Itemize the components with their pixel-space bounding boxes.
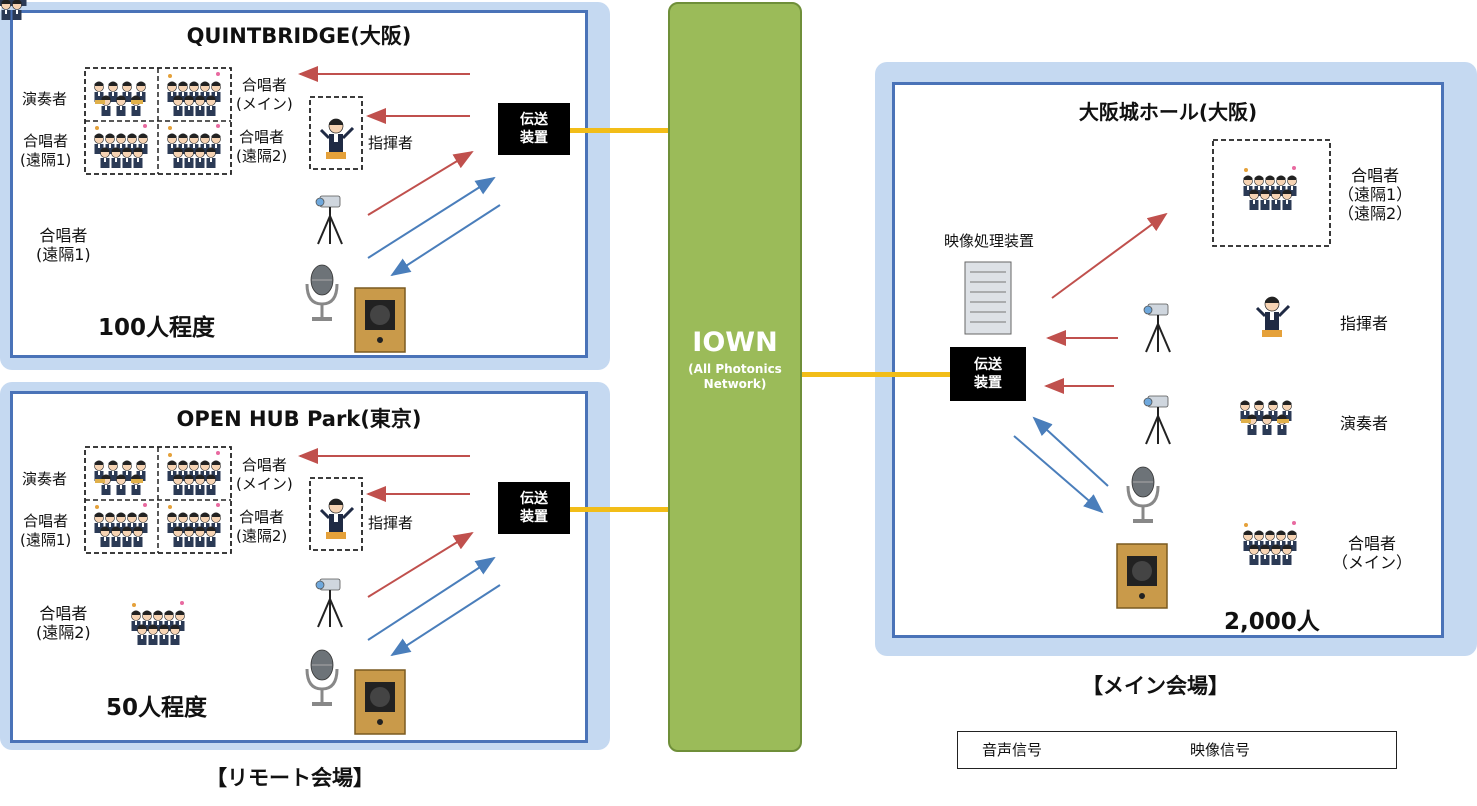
legend-audio-label: 音声信号 bbox=[982, 741, 1043, 759]
main-performers-illustration bbox=[1241, 401, 1292, 436]
main-label-conductor: 指揮者 bbox=[1340, 314, 1389, 333]
main-camera-2-icon bbox=[1143, 395, 1171, 445]
remote-venue-2-title: OPEN HUB Park(東京) bbox=[176, 407, 422, 431]
r1-transmitter: 伝送装置 bbox=[498, 103, 570, 155]
link-remote2-iown bbox=[570, 507, 668, 512]
r2-label-local-chorus: 合唱者(遠隔2) bbox=[36, 604, 91, 642]
legend-video-label: 映像信号 bbox=[1190, 741, 1251, 759]
r1-mic-icon bbox=[305, 263, 339, 321]
main-label-chorus-remote: 合唱者（遠隔1）（遠隔2） bbox=[1338, 166, 1413, 223]
r1-transmitter-label: 伝送装置 bbox=[520, 112, 548, 146]
main-chorus-main-illustration bbox=[1244, 521, 1297, 565]
r1-label-chorus-remote1-grid: 合唱者(遠隔1) bbox=[20, 132, 72, 169]
r2-label-chorus-remote2-grid: 合唱者(遠隔2) bbox=[236, 508, 288, 545]
r2-label-performers: 演奏者 bbox=[22, 470, 68, 488]
r1-performers-illustration bbox=[95, 82, 146, 117]
r2-chorus-main-illustration bbox=[168, 451, 221, 495]
r2-local-chorus-illustration bbox=[132, 601, 185, 645]
r1-label-chorus-remote2-grid: 合唱者(遠隔2) bbox=[236, 128, 288, 165]
remote-venue-caption: 【リモート会場】 bbox=[206, 766, 374, 790]
link-remote1-iown bbox=[570, 128, 668, 133]
main-venue-caption: 【メイン会場】 bbox=[1082, 674, 1229, 698]
main-conductor-illustration bbox=[1255, 295, 1291, 339]
r1-camera-icon bbox=[315, 195, 343, 245]
r1-chorus-remote2-illustration bbox=[168, 124, 221, 168]
r2-participant-count: 50人程度 bbox=[106, 695, 208, 721]
main-speaker-icon bbox=[1116, 543, 1168, 609]
main-label-video-processor: 映像処理装置 bbox=[944, 232, 1035, 250]
r1-label-performers: 演奏者 bbox=[22, 90, 68, 108]
r1-label-chorus-main: 合唱者(メイン) bbox=[236, 76, 293, 113]
r2-speaker-icon bbox=[354, 669, 406, 735]
main-transmitter: 伝送装置 bbox=[950, 347, 1026, 401]
remote-venue-1-title: QUINTBRIDGE(大阪) bbox=[186, 24, 412, 48]
r2-label-conductor: 指揮者 bbox=[368, 514, 414, 532]
r1-label-local-chorus: 合唱者(遠隔1) bbox=[36, 226, 91, 264]
r2-label-chorus-main: 合唱者(メイン) bbox=[236, 456, 293, 493]
main-mic-icon bbox=[1126, 465, 1160, 523]
r1-local-chorus-illustration bbox=[0, 0, 27, 20]
iown-title: IOWN bbox=[692, 327, 778, 358]
video-processor-server-icon bbox=[964, 261, 1012, 335]
main-label-chorus-main: 合唱者（メイン） bbox=[1332, 534, 1413, 572]
r2-camera-icon bbox=[315, 578, 343, 628]
r1-label-conductor: 指揮者 bbox=[368, 134, 414, 152]
r1-chorus-remote1-illustration bbox=[95, 124, 148, 168]
main-venue-title: 大阪城ホール(大阪) bbox=[1078, 100, 1258, 124]
main-label-performers: 演奏者 bbox=[1340, 414, 1389, 433]
r2-performers-illustration bbox=[95, 461, 146, 496]
r2-mic-icon bbox=[305, 648, 339, 706]
main-chorus-remote-illustration bbox=[1244, 166, 1297, 210]
main-transmitter-label: 伝送装置 bbox=[974, 357, 1002, 391]
r2-chorus-remote1-illustration bbox=[95, 503, 148, 547]
main-camera-1-icon bbox=[1143, 303, 1171, 353]
r2-transmitter: 伝送装置 bbox=[498, 482, 570, 534]
r2-chorus-remote2-illustration bbox=[168, 503, 221, 547]
r2-transmitter-label: 伝送装置 bbox=[520, 491, 548, 525]
r1-participant-count: 100人程度 bbox=[98, 315, 216, 341]
legend-box bbox=[957, 731, 1397, 769]
r2-conductor-illustration bbox=[319, 497, 355, 541]
r2-label-chorus-remote1-grid: 合唱者(遠隔1) bbox=[20, 512, 72, 549]
r1-conductor-illustration bbox=[319, 117, 355, 161]
r1-speaker-icon bbox=[354, 287, 406, 353]
r1-chorus-main-illustration bbox=[168, 72, 221, 116]
main-participant-count: 2,000人 bbox=[1224, 609, 1320, 635]
link-iown-main bbox=[802, 372, 950, 377]
